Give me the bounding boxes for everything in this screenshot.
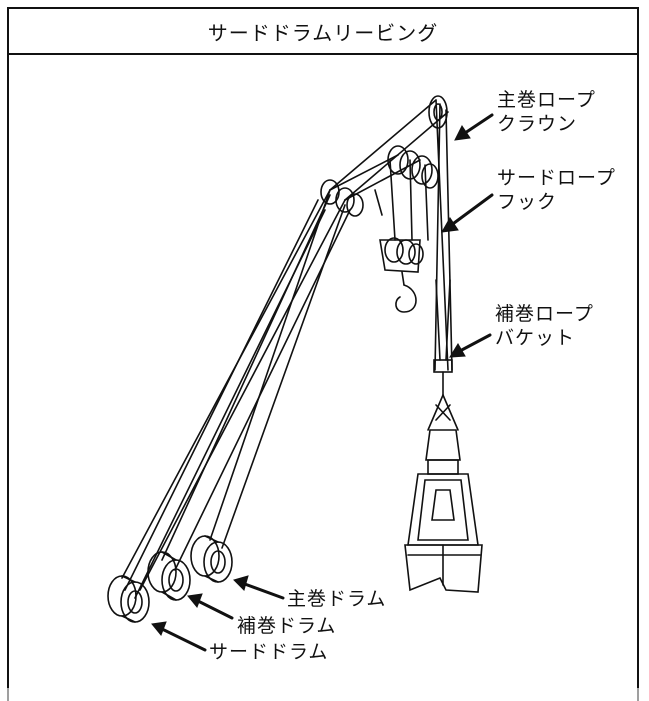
rope-lines [124,99,453,599]
diagram-frame: サードドラムリービング [7,7,639,701]
label-third-drum: サードドラム [209,641,329,663]
third-drum [107,575,150,623]
arrow-icon [454,113,494,141]
arrow-icon [233,575,285,600]
label-aux-drum: 補巻ドラム [237,615,337,637]
label-third-rope-2: フック [497,191,558,213]
diagram-title: サードドラムリービング [207,20,439,45]
label-aux-rope-2: バケット [495,327,576,349]
title-bar: サードドラムリービング [9,9,637,55]
upper-sheave-block [387,145,439,189]
bucket-ropes [427,279,459,431]
arrow-icon [441,193,494,233]
label-main-drum: 主巻ドラム [287,588,387,610]
label-third-rope-1: サードロープ [497,167,616,189]
hook-block [379,237,424,313]
label-main-rope-1: 主巻ロープ [497,89,596,111]
arrow-icon [151,621,207,652]
aux-drum [147,551,191,601]
mid-boom-sheaves [320,179,364,217]
arrow-icon [187,593,234,620]
arrow-icon [449,333,492,358]
label-aux-rope-1: 補巻ロープ [495,303,594,325]
main-drum [190,535,233,583]
grab-bucket [404,429,483,593]
label-main-rope-2: クラウン [497,113,578,135]
boom-tip-sheave [428,95,448,129]
bottom-fade [0,688,649,701]
